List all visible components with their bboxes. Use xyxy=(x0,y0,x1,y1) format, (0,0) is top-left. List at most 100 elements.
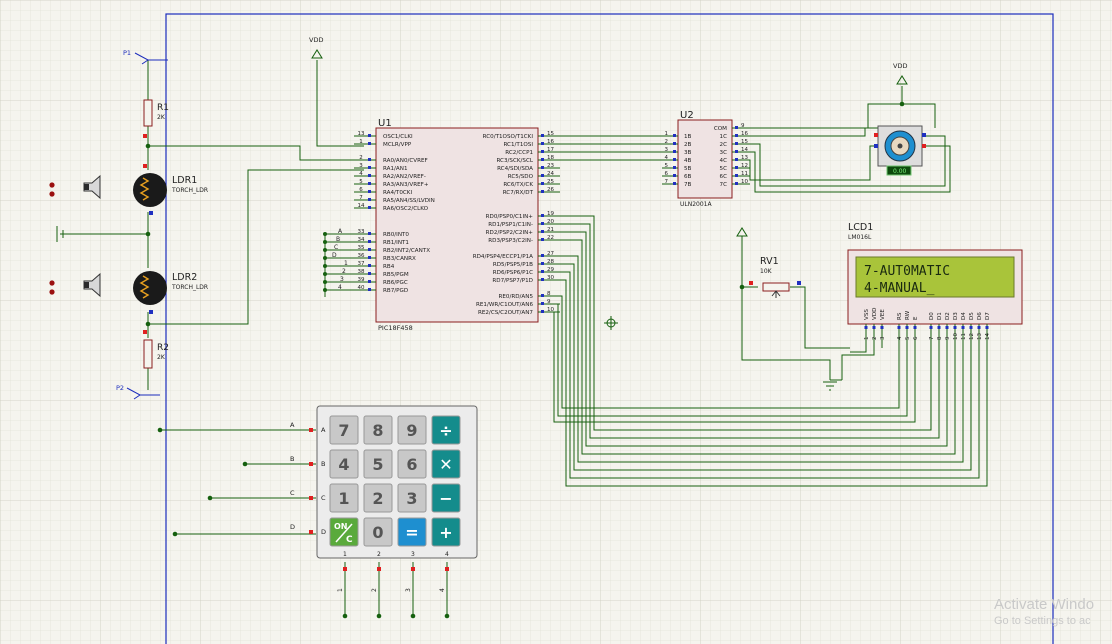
keypad-key[interactable]: 8 xyxy=(363,415,393,445)
potentiometer-rv1[interactable]: RV1 10K xyxy=(749,256,801,298)
pin-name: E xyxy=(913,316,919,320)
lcd-pin-5[interactable]: RW5 xyxy=(905,310,911,342)
keypad-key[interactable]: = xyxy=(397,517,427,547)
keypad-key[interactable]: 1 xyxy=(329,483,359,513)
keypad-key[interactable]: 4 xyxy=(329,449,359,479)
keypad-key[interactable]: ONC xyxy=(329,517,359,547)
lcd-pin-4[interactable]: RS4 xyxy=(897,312,903,342)
lcd-pin-6[interactable]: E6 xyxy=(913,316,919,342)
lcd-pin-8[interactable]: D18 xyxy=(937,312,943,342)
row-label: C xyxy=(321,494,326,502)
pin-number: 15 xyxy=(547,131,554,137)
keypad-key[interactable]: 2 xyxy=(363,483,393,513)
keypad-key[interactable]: 9 xyxy=(397,415,427,445)
torch-icon[interactable] xyxy=(49,272,101,298)
keypad-key[interactable]: 6 xyxy=(397,449,427,479)
keypad-key[interactable]: ÷ xyxy=(431,415,461,445)
lcd-display[interactable]: LCD1 LM016L 7-AUT0MATIC 4-MANUAL_ VSS1VD… xyxy=(841,222,1023,380)
stepper-motor[interactable]: 0.00 xyxy=(874,125,926,176)
r2-ref: R2 xyxy=(157,343,169,353)
keypad-key[interactable]: − xyxy=(431,483,461,513)
keypad-key[interactable]: 0 xyxy=(363,517,393,547)
pin-number: 10 xyxy=(953,333,959,340)
torch-icon[interactable] xyxy=(49,174,101,200)
ldr1-component[interactable]: LDR1 TORCH_LDR xyxy=(133,164,208,215)
pin-number: 4 xyxy=(359,171,363,177)
keypad-key[interactable]: ✕ xyxy=(431,449,461,479)
keypad-key[interactable]: + xyxy=(431,517,461,547)
resistor-r1[interactable]: R1 2K xyxy=(143,99,169,138)
lcd-pin-9[interactable]: D29 xyxy=(945,312,951,342)
ldr2-component[interactable]: LDR2 TORCH_LDR xyxy=(133,271,208,314)
resistor-r2[interactable]: R2 2K xyxy=(143,330,169,369)
lcd-pin-7[interactable]: D07 xyxy=(929,312,935,342)
keypad-key[interactable]: 7 xyxy=(329,415,359,445)
keypad-key[interactable]: 5 xyxy=(363,449,393,479)
keypad-key[interactable]: 3 xyxy=(397,483,427,513)
